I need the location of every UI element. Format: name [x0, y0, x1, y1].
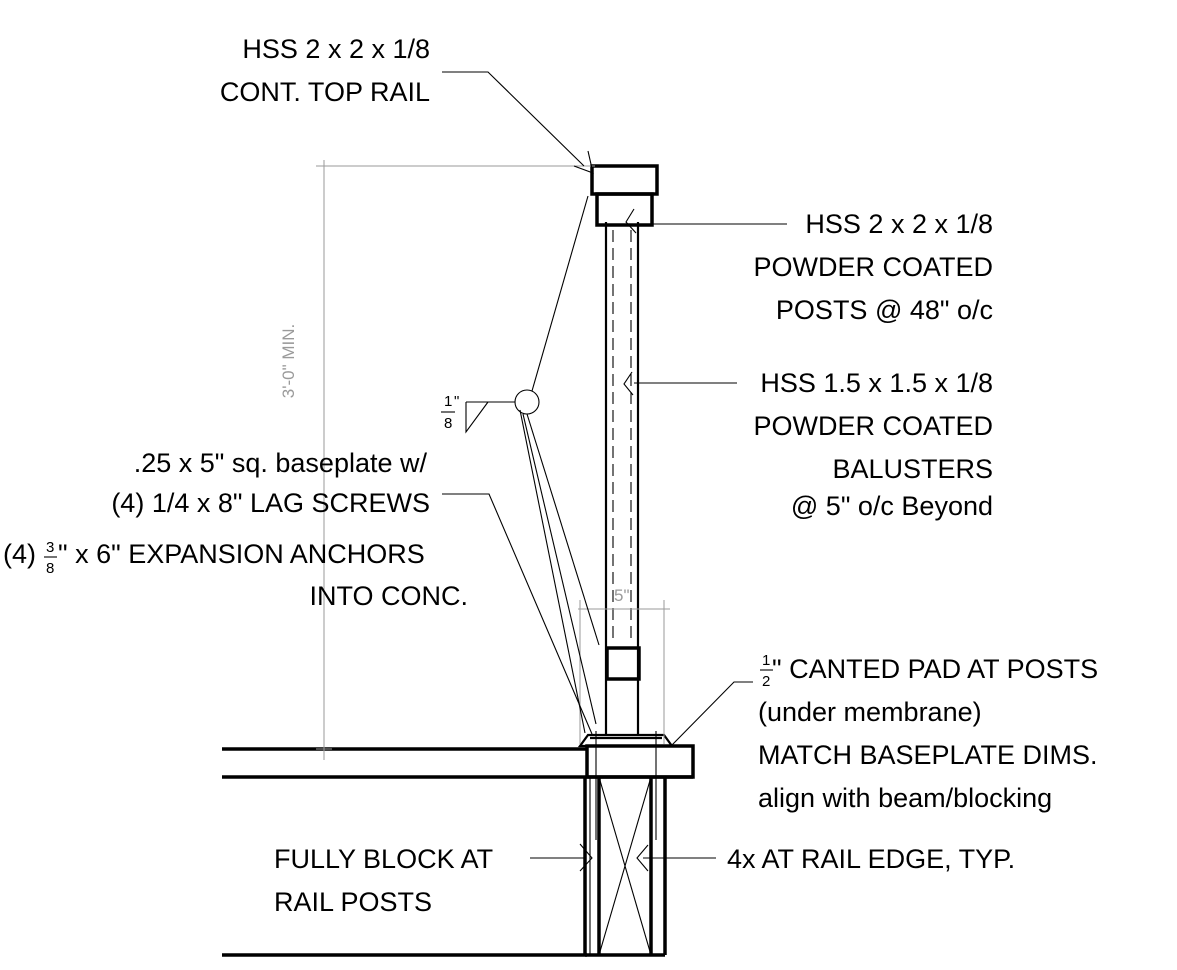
- note-baseplate: .25 x 5" sq. baseplate w/ (4) 1/4 x 8" L…: [111, 448, 430, 518]
- note-posts: HSS 2 x 2 x 1/8 POWDER COATED POSTS @ 48…: [753, 209, 993, 325]
- weld-symbol: 1 8 ": [441, 195, 600, 734]
- svg-text:FULLY BLOCK AT: FULLY BLOCK AT: [274, 844, 493, 874]
- weld-size-den: 8: [444, 415, 452, 432]
- svg-text:BALUSTERS: BALUSTERS: [832, 454, 993, 484]
- svg-text:8: 8: [46, 560, 54, 577]
- blocking-x-2: [598, 776, 652, 956]
- note-top-rail: HSS 2 x 2 x 1/8 CONT. TOP RAIL: [220, 34, 430, 107]
- svg-text:HSS 2 x 2 x 1/8: HSS 2 x 2 x 1/8: [242, 34, 430, 64]
- svg-text:1: 1: [762, 652, 770, 669]
- note-blocking: FULLY BLOCK AT RAIL POSTS: [274, 844, 493, 917]
- note-rail-edge: 4x AT RAIL EDGE, TYP.: [727, 844, 1015, 874]
- svg-text:(4): (4): [3, 539, 36, 569]
- svg-text:.25 x 5" sq. baseplate w/: .25 x 5" sq. baseplate w/: [134, 448, 428, 478]
- bottom-rail: [605, 646, 641, 681]
- weld-size-num: 1: [444, 393, 452, 410]
- svg-text:MATCH BASEPLATE DIMS.: MATCH BASEPLATE DIMS.: [758, 740, 1098, 770]
- svg-text:(4) 1/4 x 8" LAG SCREWS: (4) 1/4 x 8" LAG SCREWS: [111, 488, 430, 518]
- weld-size-unit: ": [454, 393, 459, 410]
- top-rail: [590, 164, 659, 196]
- svg-text:POWDER COATED: POWDER COATED: [753, 252, 993, 282]
- svg-text:INTO CONC.: INTO CONC.: [309, 581, 468, 611]
- dimension-height: 3'-0" MIN.: [279, 160, 595, 760]
- note-canted-pad: 1 2 " CANTED PAD AT POSTS (under membran…: [758, 652, 1098, 813]
- height-dim-label: 3'-0" MIN.: [279, 324, 298, 398]
- svg-text:POWDER COATED: POWDER COATED: [753, 411, 993, 441]
- dimension-baseplate: 5": [578, 586, 670, 744]
- note-balusters: HSS 1.5 x 1.5 x 1/8 POWDER COATED BALUST…: [753, 368, 993, 521]
- note-anchors: (4) 3 8 " x 6" EXPANSION ANCHORS INTO CO…: [3, 539, 468, 611]
- svg-text:align with beam/blocking: align with beam/blocking: [758, 783, 1052, 813]
- svg-text:4x AT RAIL EDGE, TYP.: 4x AT RAIL EDGE, TYP.: [727, 844, 1015, 874]
- svg-text:2: 2: [762, 673, 770, 690]
- deck-framing: [222, 744, 695, 957]
- baseplate-dim-label: 5": [614, 586, 630, 605]
- svg-text:HSS 2 x 2 x 1/8: HSS 2 x 2 x 1/8: [805, 209, 993, 239]
- svg-text:" CANTED PAD AT POSTS: " CANTED PAD AT POSTS: [772, 654, 1098, 684]
- post-assembly: [590, 164, 659, 734]
- leaders: [442, 71, 787, 872]
- svg-text:(under membrane): (under membrane): [758, 697, 982, 727]
- svg-text:@ 5" o/c Beyond: @ 5" o/c Beyond: [791, 491, 993, 521]
- svg-text:" x 6" EXPANSION ANCHORS: " x 6" EXPANSION ANCHORS: [58, 539, 425, 569]
- svg-text:POSTS @ 48" o/c: POSTS @ 48" o/c: [776, 295, 993, 325]
- deck-edge-slab: [585, 744, 695, 779]
- post-top-collar: [595, 192, 654, 227]
- svg-text:RAIL POSTS: RAIL POSTS: [274, 887, 432, 917]
- svg-text:3: 3: [46, 539, 54, 556]
- weld-callout-circle: [514, 389, 540, 415]
- svg-text:CONT. TOP RAIL: CONT. TOP RAIL: [220, 77, 430, 107]
- svg-text:HSS 1.5 x 1.5 x 1/8: HSS 1.5 x 1.5 x 1/8: [760, 368, 993, 398]
